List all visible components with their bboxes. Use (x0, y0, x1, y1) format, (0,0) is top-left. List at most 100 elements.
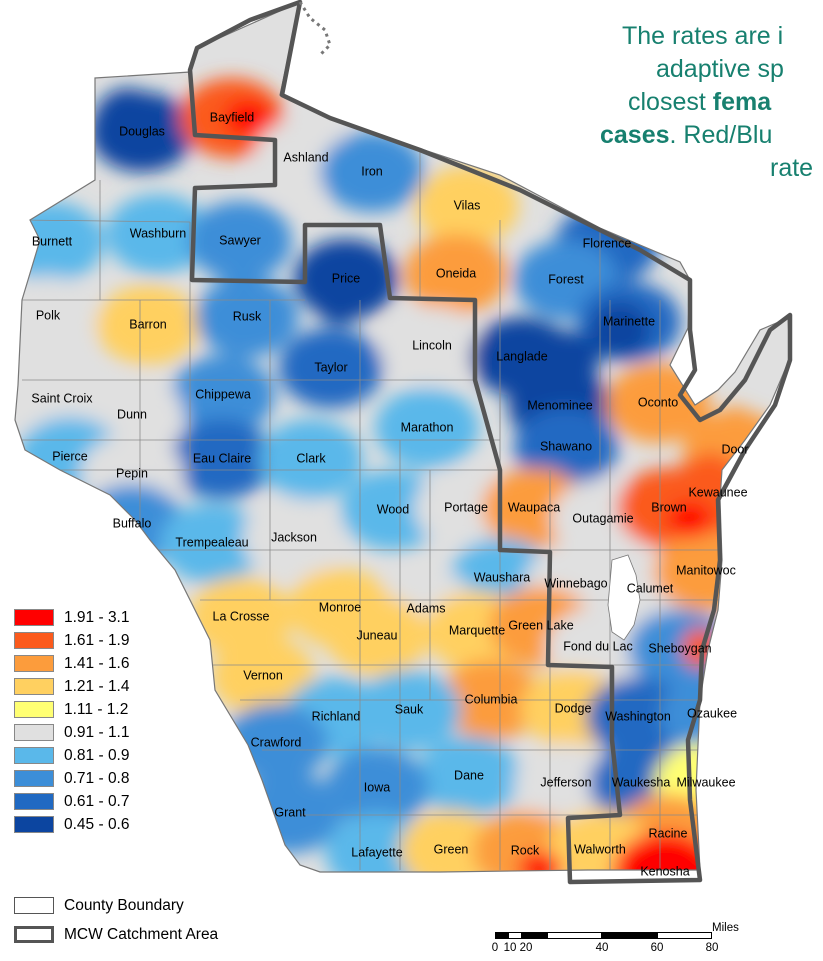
county-label: Florence (583, 236, 632, 250)
county-boundary-label: County Boundary (64, 897, 184, 914)
caption-line-3-text: closest (628, 88, 713, 116)
county-label: Marathon (401, 420, 454, 434)
county-label: Kenosha (640, 864, 689, 878)
legend-swatch (14, 816, 54, 833)
rate-patch (195, 277, 299, 357)
legend-label: 1.61 - 1.9 (64, 632, 130, 649)
county-label: Portage (444, 500, 488, 514)
island-chain (298, 1, 332, 57)
county-boundaries (20, 150, 720, 870)
county-label: Green (434, 842, 469, 856)
county-label: Jefferson (540, 775, 591, 789)
county-label: Adams (407, 601, 446, 615)
county-label: Iron (361, 164, 383, 178)
rate-patch (325, 596, 429, 676)
county-label: Fond du Lac (563, 639, 633, 653)
caption-line-3-bold: fema (712, 88, 772, 116)
legend-swatch (14, 701, 54, 718)
rate-patch (380, 306, 484, 386)
rate-patch (514, 743, 618, 823)
caption-line-1: The rates are i (622, 22, 784, 50)
rate-patch (320, 132, 424, 212)
legend-label: 0.45 - 0.6 (64, 816, 130, 833)
county-label: Waushara (474, 570, 531, 584)
county-label: Trempealeau (175, 535, 248, 549)
county-label: Marinette (603, 314, 655, 328)
scale-seg-5 (602, 932, 657, 939)
county-label: Monroe (319, 600, 361, 614)
caption-line-2: adaptive sp (656, 55, 784, 83)
county-label: Price (332, 271, 361, 285)
county-label: Pierce (52, 449, 87, 463)
legend-label: 0.91 - 1.1 (64, 724, 130, 741)
legend-swatch (14, 655, 54, 672)
county-label: Oconto (638, 395, 678, 409)
county-label: Chippewa (195, 387, 251, 401)
county-label: Walworth (574, 842, 626, 856)
county-label: Douglas (119, 124, 165, 138)
mcw-catchment-swatch (14, 926, 54, 943)
county-label: Calumet (627, 581, 674, 595)
rate-patch (415, 166, 519, 246)
county-label: Vernon (243, 668, 283, 682)
county-label: Ashland (283, 150, 328, 164)
legend-swatch (14, 632, 54, 649)
legend-swatch (14, 747, 54, 764)
county-label: Forest (548, 272, 584, 286)
rate-patch (404, 234, 508, 314)
legend-label: 0.71 - 0.8 (64, 770, 130, 787)
county-label: Vilas (454, 198, 481, 212)
county-label: Kewaunee (688, 485, 747, 499)
scale-tick: 0 (491, 942, 499, 954)
caption-line-4-bold: cases (600, 121, 670, 149)
caption-line-3: closest fema (600, 86, 823, 119)
county-label: Shawano (540, 439, 592, 453)
county-label: Menominee (527, 398, 592, 412)
county-label: Bayfield (210, 110, 255, 124)
county-label: Rusk (233, 309, 262, 323)
legend-label: 0.61 - 0.7 (64, 793, 130, 810)
county-label: Barron (129, 317, 167, 331)
rate-patch (188, 201, 292, 281)
county-label: Lincoln (412, 338, 452, 352)
county-label: Crawford (251, 735, 302, 749)
rate-patch (613, 832, 717, 872)
scale-tick: 60 (650, 942, 664, 954)
county-label: Burnett (32, 234, 73, 248)
county-label: Waukesha (612, 775, 671, 789)
mcw-catchment-boundary (187, 0, 793, 885)
county-label: Grant (274, 805, 306, 819)
rate-patch (211, 636, 315, 716)
county-label: Lafayette (351, 845, 402, 859)
legend-swatch (14, 770, 54, 787)
county-label: Racine (649, 826, 688, 840)
rate-hotspot (668, 502, 712, 538)
rate-patch (514, 407, 618, 487)
county-label: Pepin (116, 466, 148, 480)
county-label: Oneida (436, 266, 476, 280)
legend-label: 0.81 - 0.9 (64, 747, 130, 764)
rate-patch (160, 503, 264, 583)
county-label: Taylor (314, 360, 347, 374)
county-label: Waupaca (508, 500, 560, 514)
county-label: Winnebago (544, 576, 607, 590)
rate-patch (325, 813, 429, 872)
county-label: Manitowoc (676, 563, 736, 577)
scale-tick: 40 (595, 942, 609, 954)
rate-patch (242, 498, 346, 578)
rate-patch (170, 419, 274, 499)
rate-patch (279, 328, 383, 408)
county-label: Washburn (130, 226, 187, 240)
county-label: Dane (454, 768, 484, 782)
county-label: La Crosse (213, 609, 270, 623)
rate-patch (375, 388, 479, 468)
county-label: Richland (312, 709, 361, 723)
rate-patch (96, 285, 200, 365)
county-label: Washington (605, 709, 671, 723)
legend-label: 1.21 - 1.4 (64, 678, 130, 695)
county-boundary-swatch (14, 897, 54, 914)
scale-tick: 20 (519, 942, 533, 954)
county-label: Green Lake (508, 618, 573, 632)
rate-patch (106, 194, 210, 274)
county-label: Marquette (449, 623, 505, 637)
